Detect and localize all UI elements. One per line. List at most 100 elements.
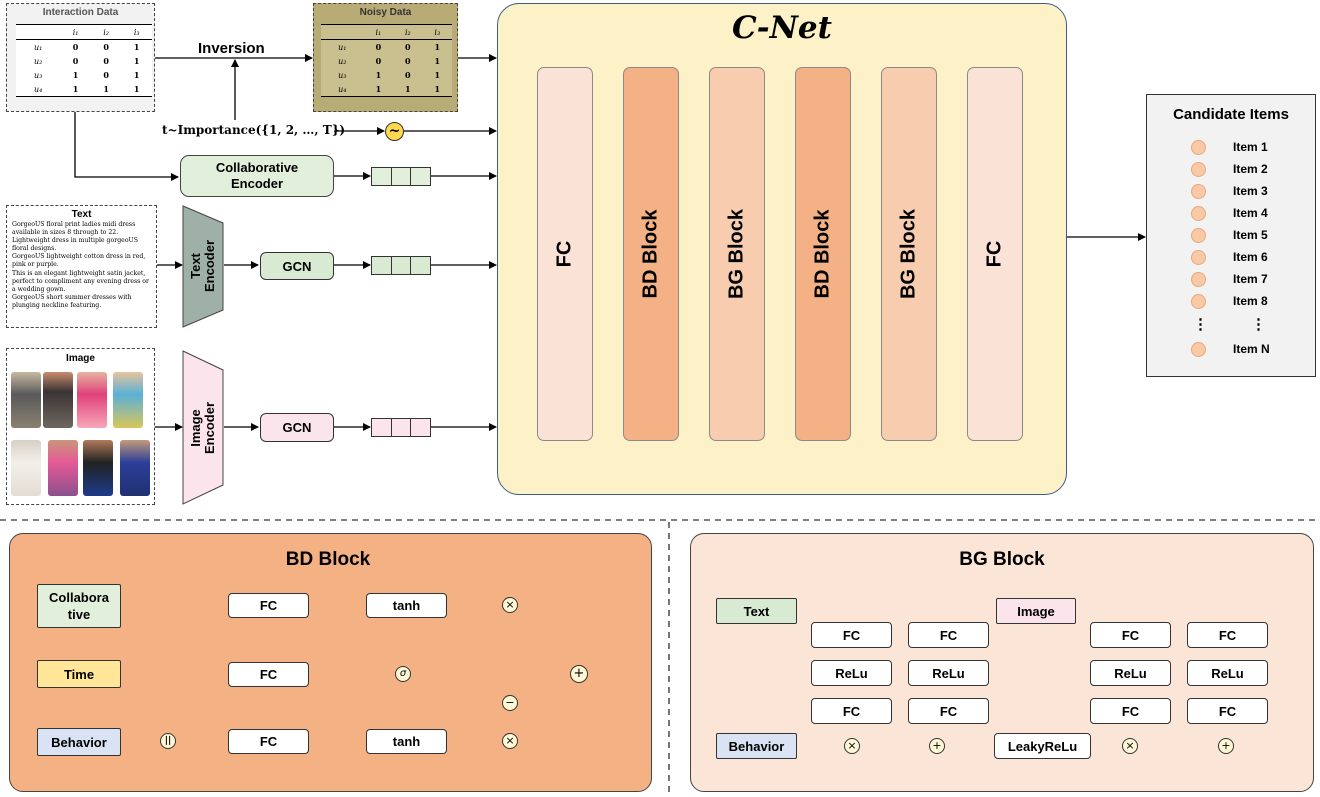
text-panel-title: Text <box>71 209 92 220</box>
bg-fc-image-a2: FC <box>1090 698 1171 724</box>
bg-fc-image-b1: FC <box>1187 622 1268 648</box>
text-panel: Text GorgeoUS floral print ladies midi d… <box>6 205 157 328</box>
item-label: Item 7 <box>1233 272 1268 286</box>
text-embedding-vector <box>371 256 431 275</box>
dress-photo-3 <box>77 372 107 428</box>
dress-photo-8 <box>120 440 150 496</box>
candidate-items-panel <box>1146 94 1316 377</box>
bd-minus: − <box>502 695 518 711</box>
text-encoder-label: Text Encoder <box>188 240 217 293</box>
bd-multiply-bottom: × <box>502 733 518 749</box>
bd-tanh-2: tanh <box>366 729 447 754</box>
cnet-title: C-Net <box>732 10 832 46</box>
text-panel-body: GorgeoUS floral print ladies midi dress … <box>12 221 149 309</box>
bd-input-behavior: Behavior <box>37 728 121 756</box>
item-dot <box>1191 228 1206 243</box>
col-header <box>321 24 364 40</box>
bg-leaky-relu: LeakyReLu <box>994 733 1091 759</box>
cnet-bg-block-1: BG Block <box>709 67 765 441</box>
col-header: i₂ <box>90 24 122 40</box>
bg-relu-image-a: ReLu <box>1090 660 1171 686</box>
collaborative-encoder: Collaborative Encoder <box>180 155 334 197</box>
item-label: Item 2 <box>1233 162 1268 176</box>
bg-input-text: Text <box>716 598 797 624</box>
cnet-bg-block-2: BG Block <box>881 67 937 441</box>
item-label: Item 5 <box>1233 228 1268 242</box>
bd-fc-3: FC <box>228 729 309 754</box>
bd-multiply-top: × <box>502 597 518 613</box>
col-header: i₁ <box>60 24 91 40</box>
ellipsis-dots: ⋮ <box>1251 316 1266 333</box>
time-sampling-label: t~Importance({1, 2, …, T}) <box>162 123 346 137</box>
bg-fc-text-b1: FC <box>908 622 989 648</box>
bg-input-behavior: Behavior <box>716 733 797 759</box>
item-label: Item 1 <box>1233 140 1268 154</box>
item-label: Item 6 <box>1233 250 1268 264</box>
interaction-data-title: Interaction Data <box>42 7 119 18</box>
inversion-label: Inversion <box>198 40 265 57</box>
item-dot <box>1191 272 1206 287</box>
image-encoder-label: Image Encoder <box>188 402 217 455</box>
bd-fc-2: FC <box>228 662 309 687</box>
item-dot <box>1191 250 1206 265</box>
item-dot <box>1191 206 1206 221</box>
col-header: i₃ <box>121 24 152 40</box>
text-encoder <box>182 205 224 328</box>
cnet-fc-output: FC <box>967 67 1023 441</box>
item-label: Item 4 <box>1233 206 1268 220</box>
item-dot <box>1191 342 1206 357</box>
bd-plus: + <box>570 665 588 683</box>
cnet-fc-input: FC <box>537 67 593 441</box>
item-label: Item N <box>1233 342 1270 356</box>
dress-photo-2 <box>43 372 73 428</box>
cnet-bd-block-2: BD Block <box>795 67 851 441</box>
dress-photo-4 <box>113 372 143 428</box>
bg-relu-image-b: ReLu <box>1187 660 1268 686</box>
bd-tanh-1: tanh <box>366 593 447 618</box>
dress-photo-6 <box>48 440 78 496</box>
item-dot <box>1191 184 1206 199</box>
bg-plus-1: + <box>929 738 945 754</box>
col-header: i₃ <box>422 24 452 40</box>
bg-multiply-1: × <box>844 738 860 754</box>
item-label: Item 8 <box>1233 294 1268 308</box>
col-header <box>16 24 61 40</box>
collab-embedding-vector <box>371 167 431 186</box>
dress-photo-5 <box>11 440 41 496</box>
bg-multiply-2: × <box>1122 738 1138 754</box>
image-encoder <box>182 350 224 505</box>
bg-relu-text-b: ReLu <box>908 660 989 686</box>
gcn-text-box: GCN <box>260 252 334 280</box>
bg-fc-text-a2: FC <box>811 698 892 724</box>
bg-fc-text-b2: FC <box>908 698 989 724</box>
bg-fc-image-a1: FC <box>1090 622 1171 648</box>
cnet-bd-block-1: BD Block <box>623 67 679 441</box>
noise-icon: ~ <box>385 122 404 141</box>
bg-block-title: BG Block <box>959 549 1045 570</box>
bd-input-collaborative: Collaborative <box>37 584 121 628</box>
image-embedding-vector <box>371 418 431 437</box>
candidate-items-title: Candidate Items <box>1173 106 1289 123</box>
item-dot <box>1191 294 1206 309</box>
image-panel-title: Image <box>66 353 95 364</box>
bd-sigmoid: σ <box>395 666 411 682</box>
bd-block-title: BD Block <box>285 549 371 570</box>
ellipsis-dots: ⋮ <box>1193 316 1208 333</box>
item-dot <box>1191 140 1206 155</box>
bg-input-image: Image <box>996 598 1076 624</box>
col-header: i₂ <box>393 24 423 40</box>
item-dot <box>1191 162 1206 177</box>
dress-photo-1 <box>11 372 41 428</box>
bd-input-time: Time <box>37 660 121 688</box>
bg-relu-text-a: ReLu <box>811 660 892 686</box>
